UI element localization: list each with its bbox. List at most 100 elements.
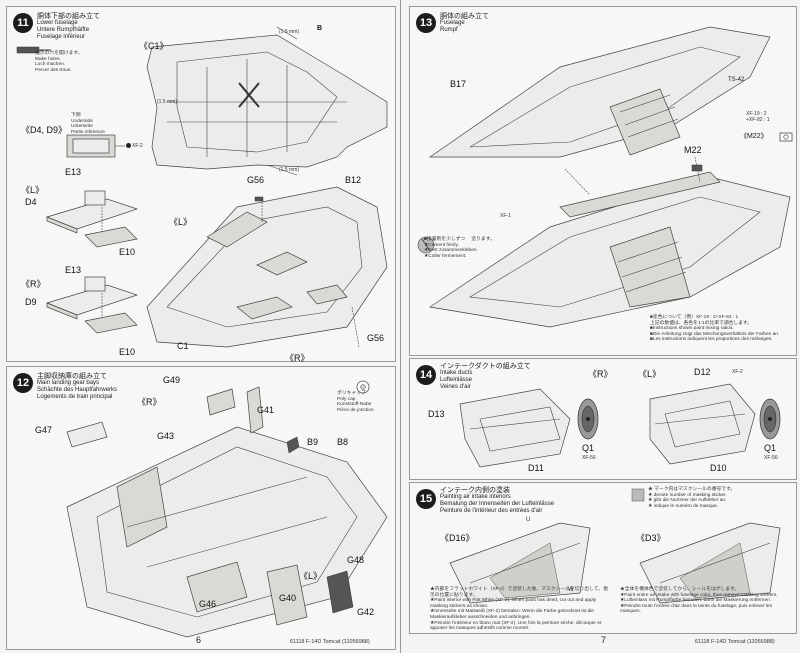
step-14-diagram [459,383,781,468]
label-m22: M22 [684,145,702,155]
label-d9: D9 [25,297,37,307]
paint-note-1: ★内部をフラットホワイト（XF-2）で塗装した後、マスクシールを切り出して、指示… [430,587,610,632]
step-title: インテークダクトの組み立て Intake ducts Lufteinlässe … [440,363,531,391]
label-d13: D13 [428,409,445,419]
step-11-diagram [16,26,388,348]
label-d11: D11 [528,463,544,473]
label-q1b: Q1 [764,443,777,453]
mix-note: ■塗色について（例）XF-19 : 2+XF-82 : 1 上記の数値は、各色を… [650,315,790,343]
label-d4d9: 《D4, D9》 [21,125,68,135]
label-w: W [568,587,574,593]
holes-de: Loch machen. [35,62,66,68]
label-m22b: 《M22》 [740,133,768,140]
page-number: 6 [196,635,202,645]
step-number: 14 [416,365,436,385]
gear-bay-assembly [66,386,388,638]
cement-note: ■接着剤を少しずつ 塗ります。 ★Cement firmly. ★Fest zu… [424,237,504,259]
left-intake-duct [649,383,756,465]
lower-fuselage-part [146,26,388,176]
step-number: 12 [13,373,33,393]
mask-jp: ★ マーク内はマスクシールの番号です。 [648,487,736,492]
step-13-panel: 13 胴体の組み立て Fuselage Rumpf [409,6,797,356]
d3-intake-panel [639,522,781,604]
label-d12: D12 [694,367,711,377]
dim-1: (1.5 mm) [279,29,299,35]
label-b17: B17 [450,79,467,89]
label-e10a: E10 [119,247,136,257]
holes-en: Make holes. [35,56,61,62]
step-title: 主脚収納庫の組み立て Main landing gear bays Schäch… [37,373,117,401]
note2-jp: ★全体を機体色で塗装してから、シールをはがします。 [620,587,740,592]
cement-de: ★Fest zusammenkleben. [424,248,478,254]
label-r2: 《R》 [285,353,310,363]
mask-en: ★ denote number of masking sticker. [648,492,727,498]
xf19: XF-19 : 2 [746,111,767,117]
title-de: Rumpf [440,27,458,33]
cement-fr: ★Coller fermement. [424,253,467,259]
label-l2: 《L》 [169,217,193,227]
note1-en: ★Paint interior with Flat White (XF-2). … [430,598,597,609]
holes-fr: Percer des trous. [35,67,72,73]
underside-note: 下側 Underside Unterseite Partie inférieur… [71,113,105,135]
label-d3: 《D3》 [636,533,666,543]
note1-de: ★Innenseite mit Mattweiß (XF-2) bemalen.… [430,609,594,620]
mix-fr: ■Les instructions indiquent les proporti… [650,337,773,343]
label-g40: G40 [279,593,297,603]
paint-callout: XF-2 [125,143,143,149]
step-12-panel: 12 主脚収納庫の組み立て Main landing gear bays Sch… [6,366,396,650]
label-g46: G46 [199,599,217,609]
holes-jp: 指示の穴を開けます。 [35,51,83,56]
label-d16: 《D16》 [440,533,475,543]
dim-2: (1.5 mm) [157,99,177,105]
step-15-diagram [449,488,781,604]
page-number: 7 [601,635,607,645]
step-12-diagram [66,380,388,638]
polycap-en: Poly cap [337,396,356,402]
label-xf1: XF-1 [500,213,511,219]
cement-icon [417,236,435,254]
cement-jp: ■接着剤を少しずつ 塗ります。 [424,237,495,242]
label-q1a: Q1 [582,443,595,453]
mask-note: ★ マーク内はマスクシールの番号です。 ★ denote number of m… [648,487,796,509]
label-g56b: G56 [367,333,385,343]
label-g43: G43 [157,431,175,441]
step-13-diagram [417,26,793,328]
underside-detail [66,134,125,158]
polycap-icon [356,380,370,394]
label-g42: G42 [357,607,375,617]
left-compressor-face [759,398,781,440]
step-number: 13 [416,13,436,33]
paint-note-2: ★全体を機体色で塗装してから、シールをはがします。 ★Paint entire … [620,587,790,615]
footer: 61118 F-14D Tomcat (11056988) [695,639,775,645]
polycap-note: ポリキャップ Poly cap Kunststoff-Nabe Pièce de… [337,391,374,413]
label-l: 《L》 [299,571,323,581]
d4-assembly [45,190,139,248]
step-title: 胴体の組み立て Fuselage Rumpf [440,13,489,34]
label-ts42: TS-42 [728,77,745,83]
label-r: 《R》 [588,369,613,379]
polycap-jp: ポリキャップ [337,391,366,396]
note2-de: ★Lufteinlass mit Rumpffarbe bemalen, dan… [620,598,772,604]
step-number: 15 [416,489,436,509]
xf82: +XF-82 : 1 [746,117,770,123]
underside-de: Unterseite [71,124,93,130]
step-14-panel: 14 インテークダクトの組み立て Intake ducts Lufteinläs… [409,358,797,480]
polycap-fr: Pièce de jonction [337,407,374,413]
label-g48: G48 [347,555,365,565]
mix-jp: 上記の数値は、各色を1:1の比率で調合します。 [650,320,753,326]
right-page: 13 胴体の組み立て Fuselage Rumpf [400,0,800,653]
paint-mix-code: XF-19 : 2 +XF-82 : 1 [746,111,769,123]
left-page: 11 胴体下部の組み立て Lower fuselage Untere Rumpf… [0,0,400,653]
title-jp: 胴体下部の組み立て [37,13,100,20]
note2-fr: ★Peindre toute l'entrée d'air dans la te… [620,603,772,615]
label-g49: G49 [163,375,181,385]
mix-en: ■Instructions shows paint mixing ratios. [650,326,734,332]
note2-en: ★Paint entire air intake with fuselage c… [620,592,778,598]
title-fr: Fuselage inférieur [37,34,86,40]
label-l: 《L》 [638,369,662,379]
title-de: Lufteinlässe [440,377,473,383]
label-b8: B8 [337,437,349,447]
step-title: 胴体下部の組み立て Lower fuselage Untere Rumpfhäl… [37,13,100,41]
label-b12: B12 [345,175,362,185]
title-fr: Veines d'air [440,384,471,390]
